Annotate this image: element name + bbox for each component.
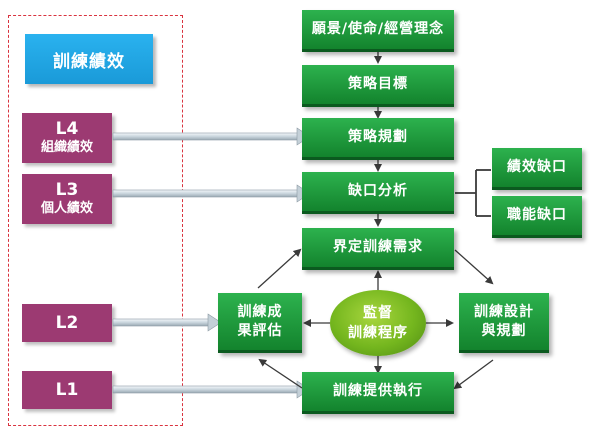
evaluation-line-1: 訓練成 (237, 303, 283, 320)
strategy-goal-box: 策略目標 (302, 65, 454, 107)
level-code: L4 (55, 119, 79, 139)
performance-gap-box: 績效缺口 (492, 148, 582, 190)
strategy-plan-box: 策略規劃 (302, 118, 454, 160)
flow-arrows (257, 52, 494, 390)
supervise-process-ellipse: 監督 訓練程序 (330, 290, 426, 356)
vision-box: 願景/使命/經營理念 (302, 10, 454, 52)
level-desc: 個人績效 (40, 201, 93, 216)
level-code: L1 (55, 380, 79, 400)
training-performance-title: 訓練績效 (25, 34, 153, 84)
evaluation-line-2: 果評估 (237, 322, 283, 339)
level-l3-box: L3 個人績效 (22, 174, 112, 224)
level-l1-box: L1 (22, 371, 112, 409)
level-l2-box: L2 (22, 304, 112, 342)
gap-analysis-box: 缺口分析 (302, 172, 454, 214)
level-l4-box: L4 組織績效 (22, 113, 112, 163)
define-needs-box: 界定訓練需求 (302, 228, 454, 270)
level-frame (8, 15, 183, 426)
ellipse-line-1: 監督 (363, 305, 393, 321)
pipe-l2 (112, 313, 222, 332)
design-line-1: 訓練設計 (474, 303, 534, 320)
evaluation-box: 訓練成 果評估 (218, 293, 302, 353)
gap-bracket (455, 169, 491, 217)
level-code: L2 (55, 313, 79, 333)
competency-gap-box: 職能缺口 (492, 196, 582, 238)
design-plan-box: 訓練設計 與規劃 (459, 293, 549, 353)
level-desc: 組織績效 (40, 140, 93, 155)
level-code: L3 (55, 180, 79, 200)
pipe-l1 (112, 380, 311, 399)
design-line-2: 與規劃 (481, 322, 527, 339)
delivery-box: 訓練提供執行 (302, 372, 454, 414)
ellipse-line-2: 訓練程序 (348, 325, 408, 341)
pipe-l3 (112, 184, 311, 203)
pipe-l4 (112, 127, 311, 146)
